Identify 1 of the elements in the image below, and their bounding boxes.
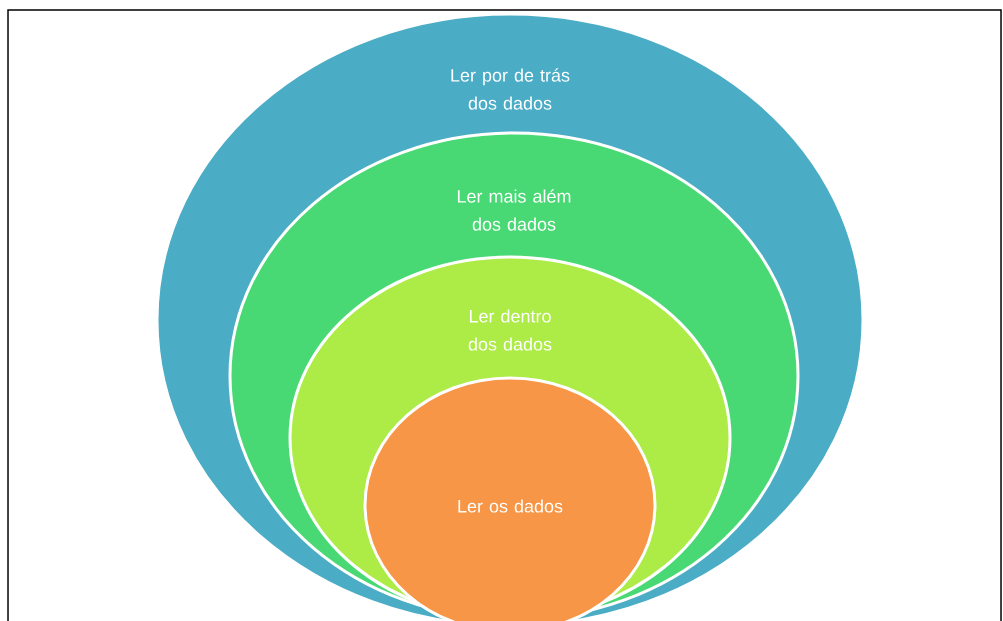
ellipse-band: Ler os dados [363, 376, 657, 621]
